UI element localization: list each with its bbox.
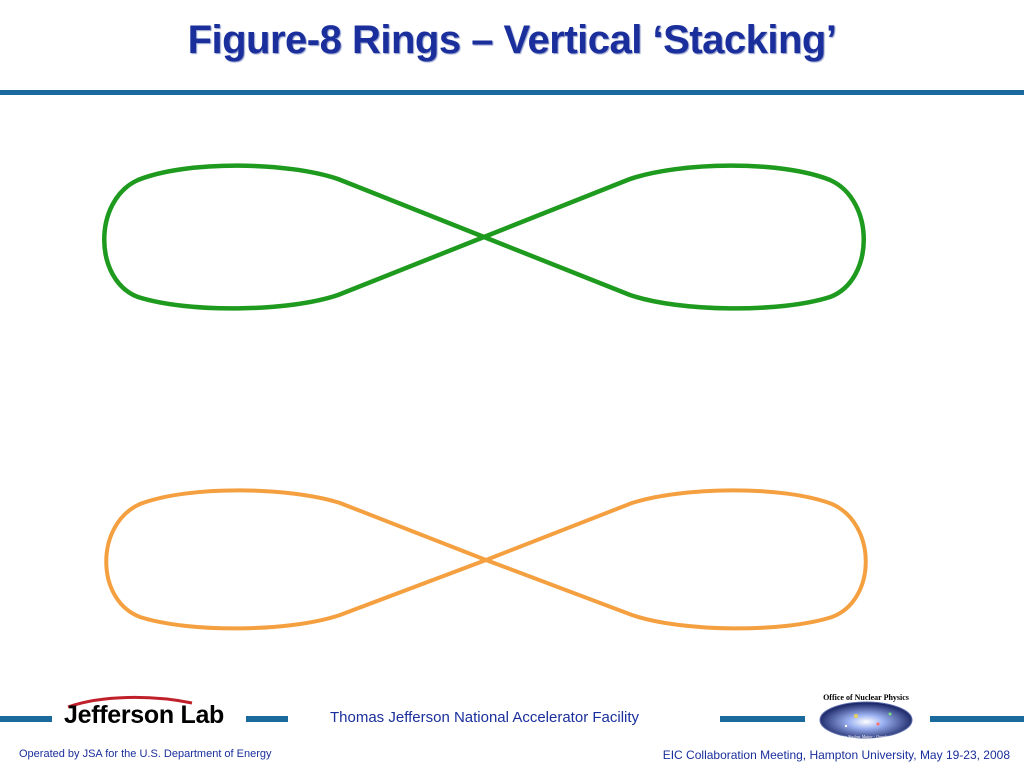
title-divider <box>0 90 1024 95</box>
nuclear-physics-emblem-icon: Office of Nuclear Physics Exploring Nucl… <box>819 693 913 739</box>
footer-bar-segment <box>720 716 805 722</box>
operated-by-text: Operated by JSA for the U.S. Department … <box>19 748 272 760</box>
jefferson-lab-swoosh-icon <box>67 695 193 709</box>
slide-title: Figure-8 Rings – Vertical ‘Stacking’ <box>187 18 837 62</box>
footer-bar-segment <box>246 716 288 722</box>
figure-8-ring-bottom <box>104 488 868 631</box>
logo-ring-title: Office of Nuclear Physics <box>823 693 909 702</box>
footer-bar-segment <box>0 716 52 722</box>
meeting-info-text: EIC Collaboration Meeting, Hampton Unive… <box>662 748 1010 762</box>
figure-8-ring-top <box>102 163 866 311</box>
facility-name: Thomas Jefferson National Accelerator Fa… <box>330 709 640 726</box>
jefferson-lab-logo-text: Jefferson Lab <box>64 701 225 729</box>
footer-bar-segment <box>930 716 1024 722</box>
jefferson-lab-logo: Jefferson Lab <box>62 693 242 743</box>
logo-ring-tagline: Exploring Nuclear Matter - Quarks to Sta… <box>830 734 902 739</box>
office-of-nuclear-physics-logo: Office of Nuclear Physics Exploring Nucl… <box>816 690 920 742</box>
